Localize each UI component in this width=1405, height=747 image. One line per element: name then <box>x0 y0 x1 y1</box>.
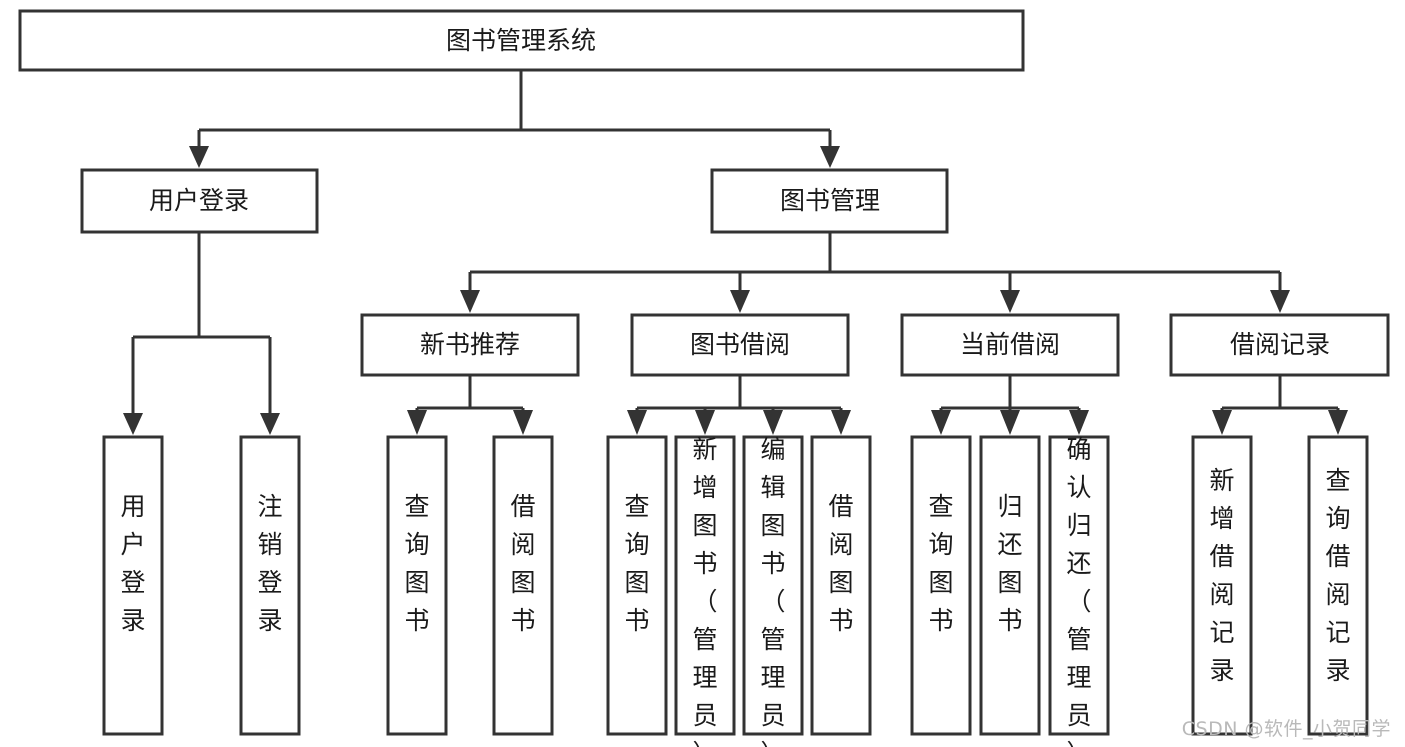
leaf-book-borrow-4-box[interactable] <box>810 435 872 736</box>
arrow-head-br-leaf-1 <box>1212 410 1232 435</box>
node-root-box[interactable] <box>18 9 1025 72</box>
leaf-borrow-record-2-label: 查询借阅记录 <box>1325 466 1350 685</box>
leaf-borrow-record-2[interactable]: 查询借阅记录 <box>1307 435 1369 736</box>
leaf-current-borrow-2[interactable]: 归还图书 <box>979 435 1041 736</box>
node-new-book-recommend-label: 新书推荐 <box>420 330 520 359</box>
leaf-current-borrow-3[interactable]: 确认归还（管理员） <box>1048 435 1110 747</box>
node-new-book-recommend[interactable]: 新书推荐 <box>360 313 580 377</box>
leaf-current-borrow-2-label: 归还图书 <box>997 492 1022 635</box>
arrow-head-cb-leaf-3 <box>1069 410 1089 435</box>
node-current-borrow-label: 当前借阅 <box>960 330 1060 359</box>
arrow-head-bb-leaf-2 <box>695 410 715 435</box>
node-borrow-record-label: 借阅记录 <box>1230 330 1330 359</box>
leaf-book-borrow-2-box[interactable] <box>674 435 736 736</box>
leaf-current-borrow-1[interactable]: 查询图书 <box>910 435 972 736</box>
leaf-current-borrow-1-box[interactable] <box>910 435 972 736</box>
leaf-user-login-1-label: 用户登录 <box>120 492 145 635</box>
arrow-head-nbr-leaf-2 <box>513 410 533 435</box>
node-root[interactable]: 图书管理系统 <box>18 9 1025 72</box>
node-book-manage-box[interactable] <box>710 168 949 234</box>
node-current-borrow[interactable]: 当前借阅 <box>900 313 1120 377</box>
arrow-head-book-borrow <box>730 290 750 313</box>
node-new-book-recommend-box[interactable] <box>360 313 580 377</box>
node-user-login-box[interactable] <box>80 168 319 234</box>
arrow-head-bb-leaf-1 <box>627 410 647 435</box>
leaf-book-borrow-4-label: 借阅图书 <box>828 492 853 635</box>
leaf-book-borrow-1[interactable]: 查询图书 <box>606 435 668 736</box>
leaf-borrow-record-1-label: 新增借阅记录 <box>1209 466 1234 685</box>
arrow-head-leaf-user-login-2 <box>260 413 280 435</box>
leaf-borrow-record-2-box[interactable] <box>1307 435 1369 736</box>
leaf-borrow-record-1[interactable]: 新增借阅记录 <box>1191 435 1253 736</box>
arrow-head-borrow-record <box>1270 290 1290 313</box>
leaf-book-borrow-3-label: 编辑图书（管理员） <box>760 435 785 747</box>
leaf-current-borrow-2-box[interactable] <box>979 435 1041 736</box>
leaf-new-book-recommend-2-box[interactable] <box>492 435 554 736</box>
leaf-book-borrow-4[interactable]: 借阅图书 <box>810 435 872 736</box>
leaf-book-borrow-2[interactable]: 新增图书（管理员） <box>674 435 736 747</box>
arrow-head-new-book-recommend <box>460 290 480 313</box>
leaf-user-login-1-box[interactable] <box>102 435 164 736</box>
arrow-head-cb-leaf-2 <box>1000 410 1020 435</box>
arrow-head-bb-leaf-3 <box>763 410 783 435</box>
leaf-book-borrow-3[interactable]: 编辑图书（管理员） <box>742 435 804 747</box>
leaf-book-borrow-1-label: 查询图书 <box>624 492 649 635</box>
leaf-new-book-recommend-2[interactable]: 借阅图书 <box>492 435 554 736</box>
node-book-manage-label: 图书管理 <box>780 186 880 215</box>
leaf-user-login-2-label: 注销登录 <box>257 492 282 635</box>
csdn-watermark: CSDN @软件_小贺同学 <box>1181 718 1391 740</box>
leaf-current-borrow-3-box[interactable] <box>1048 435 1110 736</box>
leaf-new-book-recommend-1-label: 查询图书 <box>404 492 429 635</box>
leaf-borrow-record-1-box[interactable] <box>1191 435 1253 736</box>
node-user-login[interactable]: 用户登录 <box>80 168 319 234</box>
leaf-user-login-2[interactable]: 注销登录 <box>239 435 301 736</box>
leaf-book-borrow-2-label: 新增图书（管理员） <box>692 435 717 747</box>
node-book-borrow-label: 图书借阅 <box>690 330 790 359</box>
node-book-manage[interactable]: 图书管理 <box>710 168 949 234</box>
arrow-head-nbr-leaf-1 <box>407 410 427 435</box>
node-borrow-record[interactable]: 借阅记录 <box>1169 313 1390 377</box>
connector-layer <box>123 70 1348 435</box>
leaf-user-login-1[interactable]: 用户登录 <box>102 435 164 736</box>
leaf-current-borrow-3-label: 确认归还（管理员） <box>1066 435 1091 747</box>
arrow-head-bb-leaf-4 <box>831 410 851 435</box>
node-user-login-label: 用户登录 <box>149 186 249 215</box>
arrow-head-cb-leaf-1 <box>931 410 951 435</box>
arrow-head-br-leaf-2 <box>1328 410 1348 435</box>
leaf-new-book-recommend-2-label: 借阅图书 <box>510 492 535 635</box>
node-root-label: 图书管理系统 <box>446 26 596 55</box>
leaf-book-borrow-3-box[interactable] <box>742 435 804 736</box>
leaf-current-borrow-1-label: 查询图书 <box>928 492 953 635</box>
node-book-borrow-box[interactable] <box>630 313 850 377</box>
arrow-head-user-login <box>189 146 209 168</box>
leaf-new-book-recommend-1[interactable]: 查询图书 <box>386 435 448 736</box>
leaf-user-login-2-box[interactable] <box>239 435 301 736</box>
leaf-new-book-recommend-1-box[interactable] <box>386 435 448 736</box>
leaf-book-borrow-1-box[interactable] <box>606 435 668 736</box>
node-current-borrow-box[interactable] <box>900 313 1120 377</box>
arrow-head-current-borrow <box>1000 290 1020 313</box>
arrow-head-leaf-user-login-1 <box>123 413 143 435</box>
node-book-borrow[interactable]: 图书借阅 <box>630 313 850 377</box>
arrow-head-book-manage <box>820 146 840 168</box>
node-borrow-record-box[interactable] <box>1169 313 1390 377</box>
